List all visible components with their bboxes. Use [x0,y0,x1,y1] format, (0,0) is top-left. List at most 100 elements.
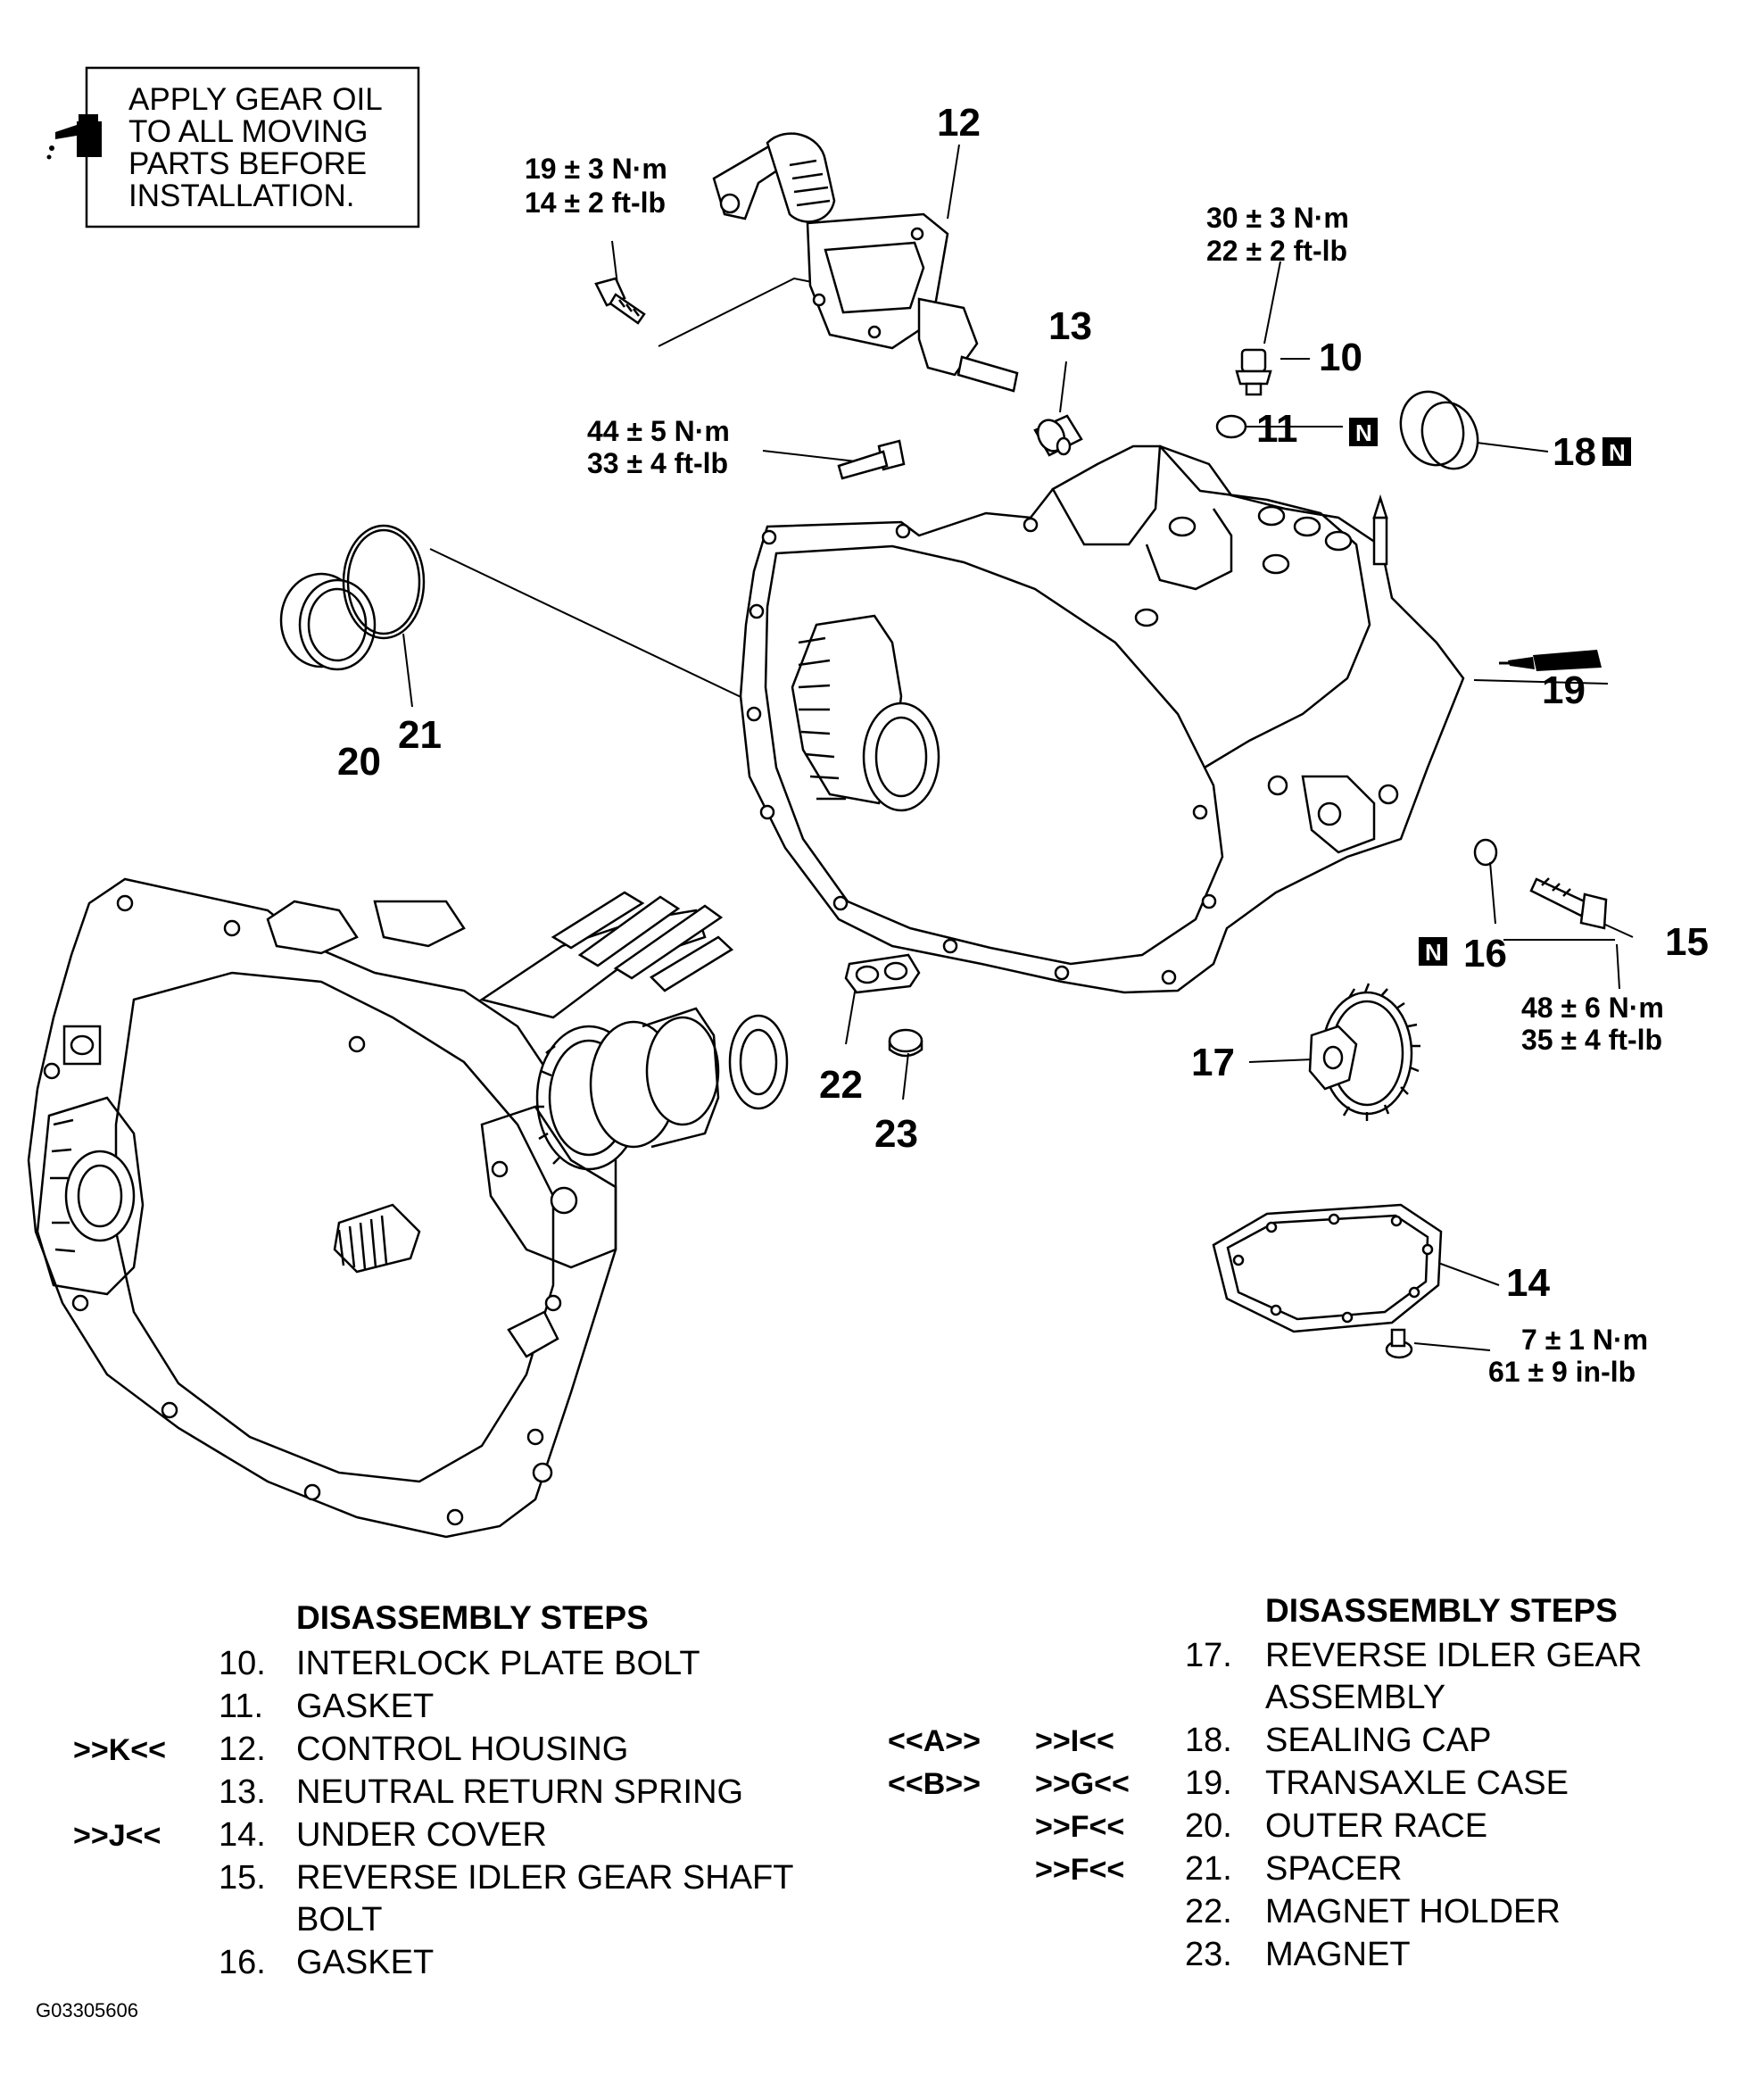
step-12-text: CONTROL HOUSING [296,1731,628,1768]
torque-case-bolt-nm: 44 ± 5 N·m [587,415,730,447]
callout-10: 10 [1319,336,1362,379]
spacer [342,524,426,640]
callout-13: 13 [1048,304,1092,348]
callout-21: 21 [398,713,442,757]
gasket-16 [1473,838,1498,867]
step-12-mark: >>K<< [73,1733,166,1767]
case-bolt [837,439,906,480]
step-20-mark-install: >>F<< [1035,1810,1124,1844]
step-21-num: 21. [1185,1850,1232,1888]
note-line-1: APPLY GEAR OIL [128,82,383,117]
step-12-num: 12. [219,1731,266,1768]
torque-10-nm: 30 ± 3 N·m [1206,202,1349,234]
svg-text:N: N [1425,939,1442,966]
reverse-idler-shaft-bolt [1529,877,1608,930]
new-part-marker-11: N [1349,418,1378,446]
note-line-2: TO ALL MOVING [128,114,368,149]
callout-15: 15 [1665,920,1709,964]
control-housing-bolt [594,277,646,325]
step-20-text: OUTER RACE [1265,1807,1487,1845]
step-19-mark-removal: <<B>> [888,1767,981,1801]
under-cover [1212,1203,1443,1333]
svg-text:N: N [1355,419,1372,446]
step-13-num: 13. [219,1773,266,1811]
new-part-markers: N N N [1349,418,1631,966]
torque-12-nm: 19 ± 3 N·m [525,153,667,185]
magnet-holder [844,953,921,994]
torque-14-inlb: 61 ± 9 in-lb [1488,1356,1636,1388]
step-11-num: 11. [219,1688,263,1725]
step-22-num: 22. [1185,1893,1232,1930]
callout-11: 11 [1256,407,1298,451]
torque-15-nm: 48 ± 6 N·m [1521,992,1664,1024]
transaxle-assembly [27,877,789,1539]
step-10-text: INTERLOCK PLATE BOLT [296,1645,700,1682]
torque-12-ftlb: 14 ± 2 ft-lb [525,187,666,219]
new-part-marker-18: N [1603,437,1631,466]
callout-16: 16 [1463,932,1507,975]
torque-10-ftlb: 22 ± 2 ft-lb [1206,235,1347,267]
callout-numbers: 12 10 13 11 18 19 20 21 16 15 17 22 23 1… [337,101,1709,1305]
oil-can-icon [46,114,102,160]
step-18-mark-install: >>I<< [1035,1724,1114,1758]
step-20-num: 20. [1185,1807,1232,1845]
callout-19: 19 [1542,668,1586,712]
transaxle-case [739,444,1465,994]
callout-14: 14 [1506,1261,1550,1305]
step-14-mark: >>J<< [73,1819,161,1853]
sealing-cap [1399,390,1479,470]
callout-18: 18 [1553,430,1596,474]
step-18-text: SEALING CAP [1265,1722,1491,1759]
note-line-4: INSTALLATION. [128,178,354,213]
new-part-marker-16: N [1419,937,1447,966]
torque-specs: 19 ± 3 N·m 14 ± 2 ft-lb 30 ± 3 N·m 22 ± … [525,153,1664,1388]
step-19-num: 19. [1185,1764,1232,1802]
callout-23: 23 [874,1112,918,1156]
step-11-text: GASKET [296,1688,434,1725]
step-15-text: REVERSE IDLER GEAR SHAFT [296,1859,793,1897]
disassembly-steps-left: DISASSEMBLY STEPS 10. INTERLOCK PLATE BO… [73,1599,793,1981]
sealant-tube-icon [1499,650,1602,671]
step-16-text: GASKET [296,1944,434,1981]
step-21-mark-install: >>F<< [1035,1853,1124,1887]
step-10-num: 10. [219,1645,266,1682]
outer-race [279,572,377,671]
step-18-num: 18. [1185,1722,1232,1759]
step-19-text: TRANSAXLE CASE [1265,1764,1569,1802]
step-23-text: MAGNET [1265,1936,1411,1973]
note-line-3: PARTS BEFORE [128,146,367,181]
step-17-num: 17. [1185,1637,1232,1674]
step-23-num: 23. [1185,1936,1232,1973]
callout-12: 12 [937,101,981,145]
step-16-num: 16. [219,1944,266,1981]
reverse-idler-gear [1308,983,1420,1121]
callout-20: 20 [337,740,381,784]
gasket-11 [1215,414,1247,439]
step-19-mark-install: >>G<< [1035,1767,1130,1801]
callout-22: 22 [819,1063,863,1107]
step-17-text: REVERSE IDLER GEAR [1265,1637,1642,1674]
step-18-mark-removal: <<A>> [888,1724,981,1758]
neutral-return-spring [1033,414,1083,457]
step-21-text: SPACER [1265,1850,1402,1888]
under-cover-bolt [1385,1328,1413,1359]
svg-text:N: N [1609,439,1626,466]
torque-case-bolt-ftlb: 33 ± 4 ft-lb [587,447,728,479]
step-17-text-cont: ASSEMBLY [1265,1679,1445,1716]
disassembly-steps-right: DISASSEMBLY STEPS 17. REVERSE IDLER GEAR… [888,1592,1642,1973]
callout-17: 17 [1191,1041,1235,1084]
step-15-num: 15. [219,1859,266,1897]
torque-14-nm: 7 ± 1 N·m [1521,1324,1648,1356]
steps-right-heading: DISASSEMBLY STEPS [1265,1592,1618,1629]
oil-note: APPLY GEAR OIL TO ALL MOVING PARTS BEFOR… [46,66,420,228]
step-14-text: UNDER COVER [296,1816,547,1854]
magnet [888,1028,923,1058]
steps-left-heading: DISASSEMBLY STEPS [296,1599,649,1636]
control-housing [712,132,1019,393]
step-14-num: 14. [219,1816,266,1854]
step-13-text: NEUTRAL RETURN SPRING [296,1773,743,1811]
figure-id: G03305606 [36,1999,138,2021]
step-15-text-cont: BOLT [296,1901,382,1938]
step-22-text: MAGNET HOLDER [1265,1893,1561,1930]
